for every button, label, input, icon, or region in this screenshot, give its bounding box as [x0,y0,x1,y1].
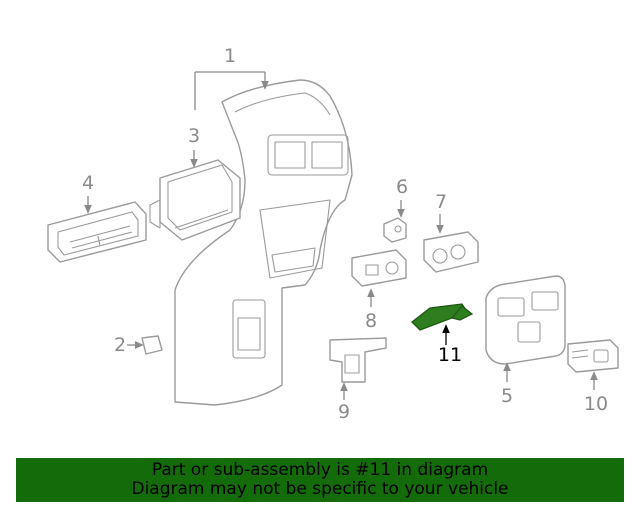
callout-5-label: 5 [501,385,513,407]
part-1-console-panel [174,79,353,406]
part-5-bezel [485,275,566,365]
callout-6-label: 6 [396,176,408,198]
info-banner: Part or sub-assembly is #11 in diagram D… [16,458,624,502]
part-3-vent-housing [149,159,241,241]
callout-10: 10 [584,371,608,415]
callout-7: 7 [435,191,447,234]
callout-3: 3 [188,125,200,168]
callout-9-label: 9 [338,401,350,423]
part-8-switch [351,249,407,287]
callout-6: 6 [396,176,408,218]
callout-5: 5 [501,362,513,407]
banner-line-2: Diagram may not be specific to your vehi… [131,479,509,499]
callout-4: 4 [82,172,94,214]
callout-2-label: 2 [114,334,126,356]
callout-7-label: 7 [435,191,447,213]
part-11-highlighted-module[interactable] [411,303,474,331]
callout-1-label: 1 [224,45,236,67]
callout-8-label: 8 [365,310,377,332]
callout-1: 1 [194,45,269,110]
part-2-clip [141,335,163,355]
part-4-vent [47,201,147,263]
callout-4-label: 4 [82,172,94,194]
part-9-bracket [329,337,387,383]
callout-11: 11 [438,324,462,366]
part-7-switch [423,231,479,273]
callout-3-label: 3 [188,125,200,147]
callout-11-label: 11 [438,344,462,366]
callout-9: 9 [338,382,350,423]
part-10-usb-module [567,339,619,373]
callout-2: 2 [114,334,144,356]
parts-diagram: 1 3 4 2 6 7 8 11 5 9 10 [47,45,619,423]
banner-line-1: Part or sub-assembly is #11 in diagram [151,460,489,480]
part-6-bracket [383,217,407,243]
callout-8: 8 [365,288,377,332]
callout-10-label: 10 [584,393,608,415]
